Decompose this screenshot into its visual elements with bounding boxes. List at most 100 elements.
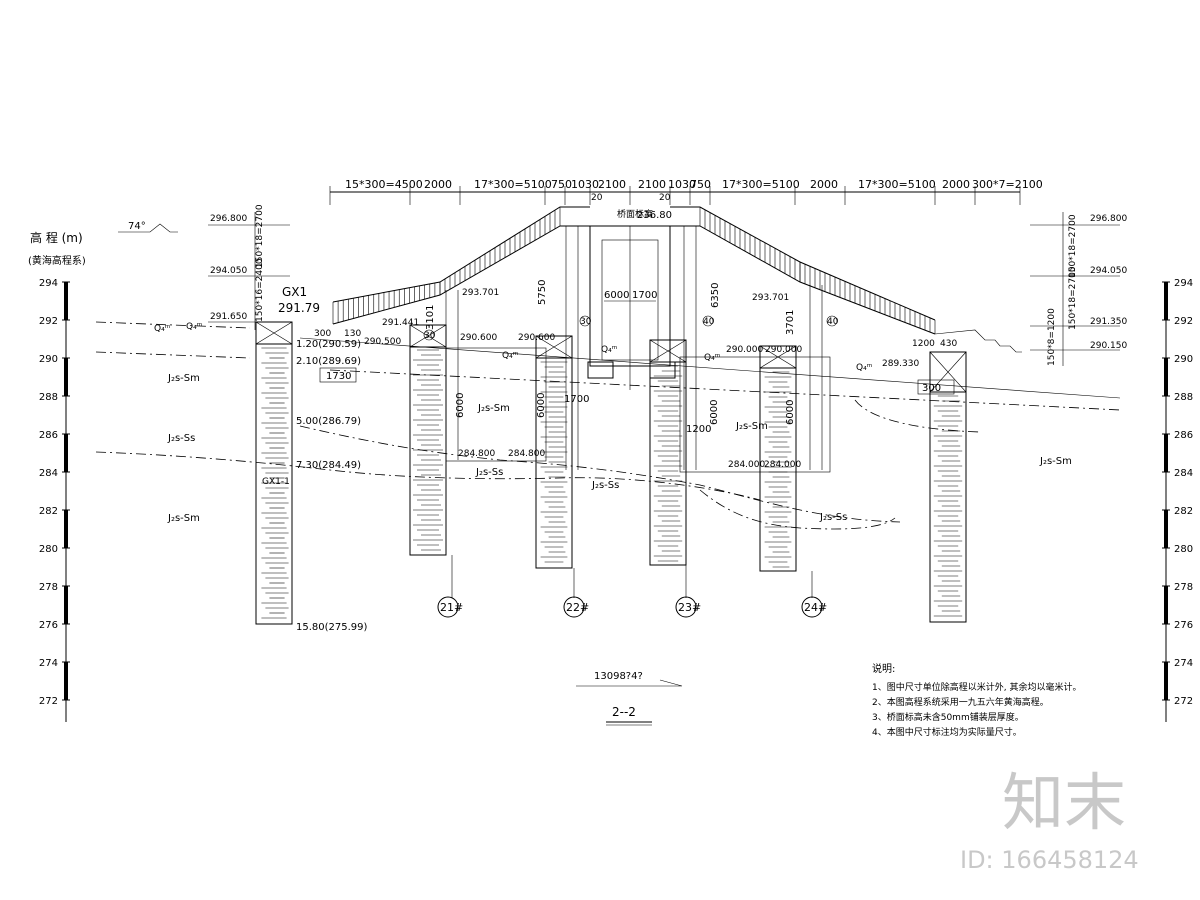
note-1: 1、图中尺寸单位除高程以米计外, 其余均以毫米计。 bbox=[872, 681, 1081, 693]
right-elev-2: 294.050 bbox=[1090, 266, 1127, 276]
elevation-tick-label: 286 bbox=[1174, 430, 1193, 441]
center-elev: 236.80 bbox=[637, 210, 672, 221]
watermark-brand: 知末 bbox=[1002, 766, 1126, 839]
note-4: 4、本图中尺寸标注均为实际量尺寸。 bbox=[872, 726, 1022, 738]
elevation-tick-label: 274 bbox=[1174, 658, 1193, 669]
soil-9: J₂s-Ss bbox=[591, 480, 619, 491]
elevation-tick-label: 290 bbox=[39, 354, 58, 365]
pile-21: 21# bbox=[409, 290, 463, 618]
pier-elev-9: 293.701 bbox=[752, 293, 789, 303]
elevation-tick-label: 288 bbox=[1174, 392, 1193, 403]
soil-2: J₂s-Ss bbox=[167, 433, 195, 444]
section-title: 2--2 bbox=[612, 705, 636, 719]
pier-dim-1: 300 bbox=[314, 329, 331, 339]
pier-elev-13: 284.000 bbox=[764, 460, 801, 470]
pier-elev-8: 293.701 bbox=[462, 288, 499, 298]
center-dim-1: 6000 bbox=[604, 290, 629, 301]
right-elevation-marks: 296.800 294.050 291.350 290.150 150*18=2… bbox=[1030, 212, 1127, 366]
elevation-tick-label: 272 bbox=[1174, 696, 1193, 707]
right-pile bbox=[929, 351, 967, 623]
notes: 说明: 1、图中尺寸单位除高程以米计外, 其余均以毫米计。 2、本图高程系统采用… bbox=[872, 662, 1081, 738]
borehole-gx1: GX1 291.79 1.20(290.59) 2.10(289.69) 5.0… bbox=[255, 285, 368, 633]
elevation-tick-label: 278 bbox=[39, 582, 58, 593]
dim-small-right: 20 bbox=[659, 193, 671, 203]
q-label-1: Q₄ᵐ bbox=[154, 324, 171, 334]
top-dimension-chain: 15*300=4500 2000 17*300=5100 750 1030 21… bbox=[329, 178, 1043, 205]
dim-top-1: 15*300=4500 bbox=[345, 178, 423, 191]
axis-title: 高 程 (m) bbox=[30, 230, 83, 245]
dim-top-9: 750 bbox=[690, 178, 711, 191]
right-vdim-1: 150*18=2700 bbox=[1068, 214, 1078, 278]
pier-elev-3: 290.600 bbox=[460, 333, 497, 343]
dim-top-7: 2100 bbox=[638, 178, 666, 191]
elevation-tick-label: 272 bbox=[39, 696, 58, 707]
pile-23: 23# bbox=[649, 226, 701, 618]
elevation-tick-label: 284 bbox=[39, 468, 58, 479]
pile-23-label: 23# bbox=[678, 601, 701, 614]
pier-dim-9: 6000 bbox=[536, 393, 547, 418]
pier-dim-14: 1200 bbox=[912, 339, 935, 349]
soil-1: J₂s-Sm bbox=[167, 373, 200, 384]
depth-3: 5.00(286.79) bbox=[296, 416, 361, 427]
elevation-tick-label: 282 bbox=[39, 506, 58, 517]
pier-frames bbox=[445, 347, 831, 473]
pier-dim-10: 6000 bbox=[709, 400, 720, 425]
right-vdim-2: 150*18=2700 bbox=[1068, 266, 1078, 330]
dim-top-2: 2000 bbox=[424, 178, 452, 191]
pier-labels: 291.441 290.500 290.600 290.600 290.000 … bbox=[314, 280, 957, 470]
soil-5: J₂s-Ss bbox=[475, 467, 503, 478]
soil-4: J₂s-Sm bbox=[477, 403, 510, 414]
right-elev-3: 291.350 bbox=[1090, 317, 1127, 327]
circle-mark-3: 40 bbox=[703, 317, 715, 327]
note-3: 3、桥面标高未含50mm铺装层厚度。 bbox=[872, 711, 1024, 723]
dim-small-left: 20 bbox=[591, 193, 603, 203]
left-elevation-marks: 296.800 294.050 291.650 150*18=2700 150*… bbox=[118, 204, 290, 330]
depth-4: 7.30(284.49) bbox=[296, 460, 361, 471]
center-frame: 桥面标高 236.80 6000 1700 bbox=[587, 208, 676, 390]
watermark-id: ID: 166458124 bbox=[960, 846, 1139, 874]
dim-top-14: 300*7=2100 bbox=[972, 178, 1043, 191]
q-label-3: Q₄ᵐ bbox=[502, 351, 519, 361]
circle-mark-1: 30 bbox=[424, 331, 436, 341]
circle-mark-2: 30 bbox=[580, 317, 592, 327]
q-label-6: Q₄ᵐ bbox=[856, 363, 873, 373]
pier-dim-16: 300 bbox=[922, 383, 941, 394]
pier-dim-11: 6000 bbox=[785, 400, 796, 425]
dim-top-10: 17*300=5100 bbox=[722, 178, 800, 191]
pier-elev-10: 284.800 bbox=[458, 449, 495, 459]
elevation-tick-label: 294 bbox=[1174, 278, 1193, 289]
pier-dim-15: 430 bbox=[940, 339, 957, 349]
bottom-dim: 13098?4? bbox=[594, 671, 643, 682]
elevation-tick-label: 278 bbox=[1174, 582, 1193, 593]
pier-dim-7: 3701 bbox=[785, 310, 796, 335]
dim-top-8: 1030 bbox=[668, 178, 696, 191]
note-2: 2、本图高程系统采用一九五六年黄海高程。 bbox=[872, 696, 1049, 708]
pier-elev-7: 289.330 bbox=[882, 359, 919, 369]
borehole-elev: 291.79 bbox=[278, 301, 320, 315]
borehole-tag: GX1-1 bbox=[262, 477, 290, 487]
slope-mark: 74° bbox=[128, 221, 146, 232]
watermark: 知末 ID: 166458124 bbox=[960, 766, 1139, 874]
soil-7: J₂s-Sm bbox=[1039, 456, 1072, 467]
q-label-4: Q₄ᵐ bbox=[601, 345, 618, 355]
notes-title: 说明: bbox=[872, 662, 895, 675]
elevation-tick-label: 276 bbox=[39, 620, 58, 631]
elevation-tick-label: 288 bbox=[39, 392, 58, 403]
center-label: 桥面标高 bbox=[617, 208, 653, 220]
soil-3: J₂s-Sm bbox=[167, 513, 200, 524]
section-footer: 13098?4? 2--2 bbox=[576, 671, 683, 726]
left-elev-2: 294.050 bbox=[210, 266, 247, 276]
soil-8: J₂s-Ss bbox=[819, 512, 847, 523]
borehole-name: GX1 bbox=[282, 285, 307, 299]
elevation-tick-label: 284 bbox=[1174, 468, 1193, 479]
depth-1: 1.20(290.59) bbox=[296, 339, 361, 350]
pier-dim-13: 1200 bbox=[686, 424, 711, 435]
elevation-tick-label: 286 bbox=[39, 430, 58, 441]
pier-dim-6: 6350 bbox=[710, 283, 721, 308]
elevation-tick-label: 274 bbox=[39, 658, 58, 669]
strata-lines bbox=[95, 321, 1121, 530]
elevation-tick-label: 280 bbox=[1174, 544, 1193, 555]
